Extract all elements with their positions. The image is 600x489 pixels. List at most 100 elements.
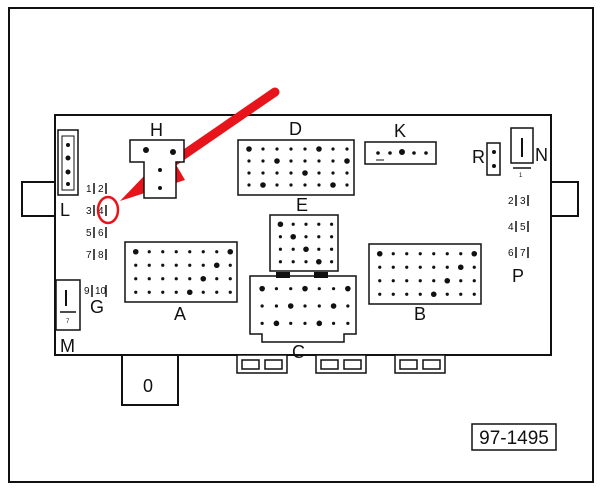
pin-contact bbox=[317, 183, 321, 187]
pin-contact bbox=[200, 275, 207, 282]
pin-contact bbox=[405, 292, 409, 296]
pin-contact bbox=[304, 235, 308, 239]
label-h: H bbox=[150, 120, 163, 140]
highlight-circle bbox=[96, 195, 120, 225]
pin-contact bbox=[378, 292, 382, 296]
document-number-box bbox=[471, 423, 557, 451]
right-pin-4: 4 bbox=[508, 222, 514, 233]
pin-contact bbox=[432, 252, 436, 256]
pin-contact bbox=[330, 235, 334, 239]
connector-n: 1 bbox=[510, 127, 534, 179]
pin-contact bbox=[290, 233, 297, 240]
pin-contact bbox=[303, 246, 309, 253]
pin-contact bbox=[304, 222, 308, 226]
left-pin-7: 7 bbox=[86, 250, 92, 261]
pin-contact bbox=[445, 292, 449, 296]
connector-m: 7 bbox=[55, 279, 81, 331]
pin-contact bbox=[378, 279, 382, 283]
pin-contact bbox=[247, 171, 251, 175]
connector-c bbox=[249, 272, 357, 343]
left-pin-4: 4 bbox=[98, 206, 104, 217]
pin-contact bbox=[174, 277, 178, 281]
bottom-clip-3 bbox=[394, 354, 446, 374]
pin-contact bbox=[274, 304, 279, 308]
pin-contact bbox=[346, 321, 350, 325]
pin-contact bbox=[344, 158, 350, 164]
pin-contact bbox=[472, 279, 476, 283]
pin-contact bbox=[289, 321, 293, 325]
right-mount-tab bbox=[550, 181, 579, 217]
left-pin-5: 5 bbox=[86, 228, 92, 239]
pin-contact bbox=[228, 263, 232, 267]
pin-contact bbox=[345, 171, 349, 175]
pin-contact bbox=[188, 277, 192, 281]
pin-contact bbox=[201, 290, 205, 294]
pin-contact bbox=[161, 263, 165, 267]
pin-contact bbox=[459, 279, 463, 283]
pin-contact bbox=[186, 289, 193, 296]
document-number: 97-1495 bbox=[479, 428, 549, 449]
bottom-socket-label: 0 bbox=[143, 376, 153, 396]
pin-contact bbox=[134, 277, 138, 281]
connector-a bbox=[124, 241, 238, 303]
pin-contact bbox=[430, 291, 437, 298]
pin-contact bbox=[278, 235, 282, 239]
pin-contact bbox=[246, 146, 252, 152]
pin-contact bbox=[147, 277, 151, 281]
label-b: B bbox=[414, 304, 426, 324]
pin-contact bbox=[303, 183, 307, 187]
left-pin-2: 2 bbox=[98, 184, 104, 195]
pin-contact bbox=[303, 159, 307, 163]
bottom-socket bbox=[121, 354, 179, 406]
pin-contact bbox=[378, 265, 382, 269]
pin-contact bbox=[275, 171, 279, 175]
pin-contact bbox=[289, 159, 293, 163]
connector-h bbox=[129, 139, 185, 199]
pin-contact bbox=[274, 287, 279, 291]
pin-contact bbox=[289, 171, 293, 175]
g-pin-b: 10 bbox=[95, 286, 107, 297]
connector-r bbox=[486, 142, 501, 176]
pin-contact bbox=[260, 304, 264, 308]
pin-contact bbox=[261, 171, 265, 175]
pin-contact bbox=[316, 320, 323, 327]
pin-contact bbox=[331, 171, 335, 175]
pin-contact bbox=[330, 247, 334, 251]
pin-contact bbox=[317, 304, 321, 308]
pin-contact bbox=[174, 263, 178, 267]
pin-contact bbox=[289, 287, 293, 291]
label-p: P bbox=[512, 266, 524, 286]
pin-contact bbox=[201, 250, 205, 254]
pin-contact bbox=[317, 171, 321, 175]
pin-contact bbox=[278, 247, 282, 251]
pin-contact bbox=[275, 147, 279, 151]
pin-contact bbox=[317, 222, 321, 226]
pin-contact bbox=[391, 279, 395, 283]
pin-contact bbox=[418, 279, 422, 283]
pin-contact bbox=[228, 277, 232, 281]
label-a: A bbox=[174, 304, 186, 324]
left-pin-1: 1 bbox=[86, 184, 92, 195]
pin-contact bbox=[330, 303, 337, 309]
pin-contact bbox=[174, 250, 178, 254]
pin-contact bbox=[317, 159, 321, 163]
pin-contact bbox=[161, 277, 165, 281]
label-c: C bbox=[292, 342, 305, 362]
label-l: L bbox=[60, 200, 70, 220]
pin-contact bbox=[201, 263, 205, 267]
pin-contact bbox=[331, 287, 336, 291]
label-k: K bbox=[394, 121, 406, 141]
pin-contact bbox=[471, 250, 478, 257]
label-r: R bbox=[472, 147, 485, 167]
pin-contact bbox=[331, 147, 335, 151]
pin-contact bbox=[134, 263, 138, 267]
pin-contact bbox=[345, 147, 349, 151]
pin-contact bbox=[418, 265, 422, 269]
pin-contact bbox=[247, 183, 251, 187]
pin-contact bbox=[303, 304, 307, 308]
right-pin-5: 5 bbox=[520, 222, 526, 233]
pin-contact bbox=[472, 292, 476, 296]
